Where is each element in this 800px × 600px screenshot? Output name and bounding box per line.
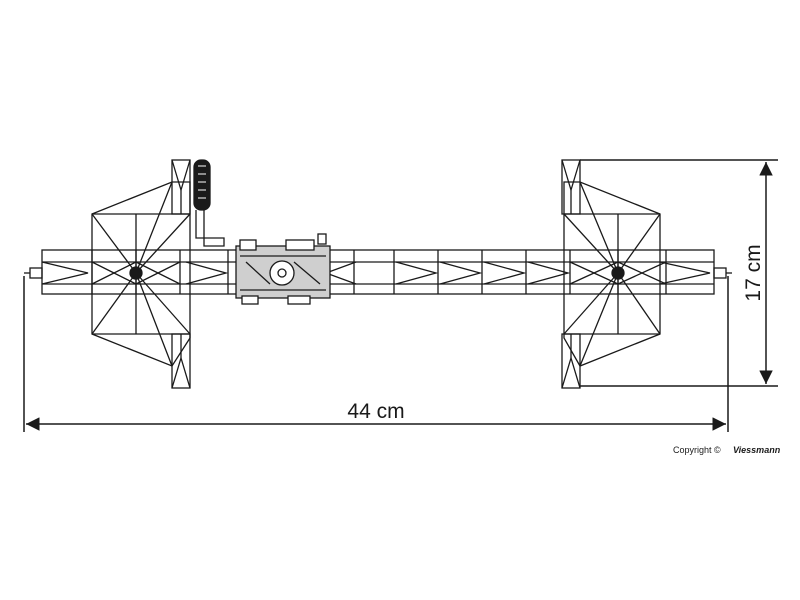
- width-label: 44 cm: [347, 400, 404, 423]
- left-support-frame: [91, 159, 191, 389]
- height-label: 17 cm: [742, 244, 765, 301]
- left-hub: [129, 266, 143, 280]
- brand-name: Viessmann: [733, 445, 781, 455]
- copyright-text: Copyright ©: [673, 445, 721, 455]
- operator-cabin: [193, 159, 225, 247]
- right-hub: [611, 266, 625, 280]
- hoist-trolley: [235, 233, 331, 305]
